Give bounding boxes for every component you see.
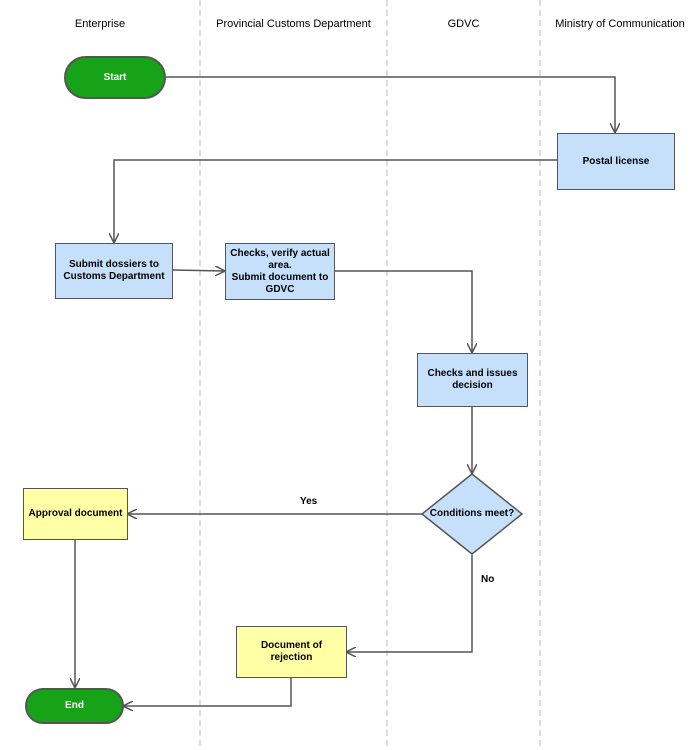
checks-verify-node: Checks, verify actual area. Submit docum…: [225, 243, 335, 300]
end-node: End: [25, 688, 124, 724]
edge-label-yes: Yes: [300, 496, 318, 507]
edge-submit-to-verify: [172, 270, 224, 271]
edge-rejection-to-end: [124, 678, 292, 706]
rejection-document-node: Document of rejection: [236, 626, 347, 678]
submit-dossiers-node: Submit dossiers to Customs Department: [55, 243, 173, 299]
checks-issues-node: Checks and issues decision: [417, 353, 528, 407]
start-node: Start: [64, 56, 166, 99]
lane-title-enterprise: Enterprise: [74, 18, 126, 30]
lane-title-customs: Provincial Customs Department: [216, 18, 371, 30]
conditions-label: Conditions meet?: [429, 508, 515, 519]
edge-start-to-postal: [166, 76, 615, 132]
postal-license-node: Postal license: [557, 133, 675, 190]
decision-conditions-shape: [420, 473, 524, 555]
edge-verify-to-issues: [335, 270, 472, 352]
edge-label-no: No: [481, 574, 495, 585]
lane-title-gdvc: GDVC: [447, 18, 480, 30]
edge-postal-to-submit: [114, 159, 557, 242]
edge-no-to-rejection: [347, 555, 473, 652]
approval-document-node: Approval document: [23, 488, 128, 540]
lane-title-ministry: Ministry of Communication: [555, 18, 685, 30]
